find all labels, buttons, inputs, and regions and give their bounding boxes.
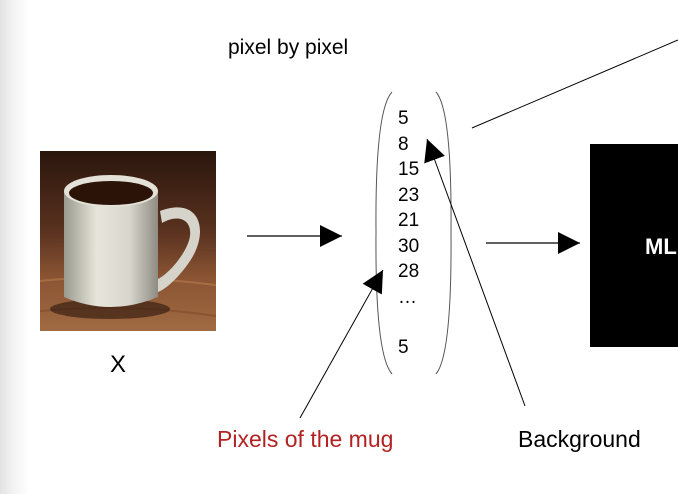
- pixel-value: 21: [398, 210, 420, 231]
- pixel-value: 8: [398, 133, 409, 155]
- pixel-value: 23: [398, 184, 420, 206]
- input-label: X: [110, 351, 127, 378]
- ml-model-box: [590, 144, 678, 347]
- pixel-value: 5: [398, 108, 409, 129]
- right-bracket: [435, 91, 452, 375]
- left-bracket: [375, 91, 393, 375]
- diagram-title: pixel by pixel: [228, 36, 349, 59]
- coffee-mug-image: [40, 151, 216, 331]
- pixel-value: 15: [398, 159, 420, 180]
- vector-gap: [398, 310, 419, 335]
- pixel-value: 30: [398, 235, 420, 257]
- pixel-value-last: 5: [398, 337, 409, 358]
- arrow-background-annotation: [424, 138, 526, 407]
- arrow-mug-annotation: [299, 269, 384, 419]
- annotation-mug-pixels: Pixels of the mug: [217, 426, 394, 452]
- pixel-ellipsis: …: [398, 286, 417, 308]
- pixel-value: 28: [398, 261, 420, 282]
- pixel-vector: 5 8 15 23 21 30 28 … 5: [398, 106, 419, 361]
- pointer-line: [471, 39, 678, 129]
- ml-model-label: ML: [645, 234, 677, 259]
- annotation-background: Background: [518, 426, 641, 452]
